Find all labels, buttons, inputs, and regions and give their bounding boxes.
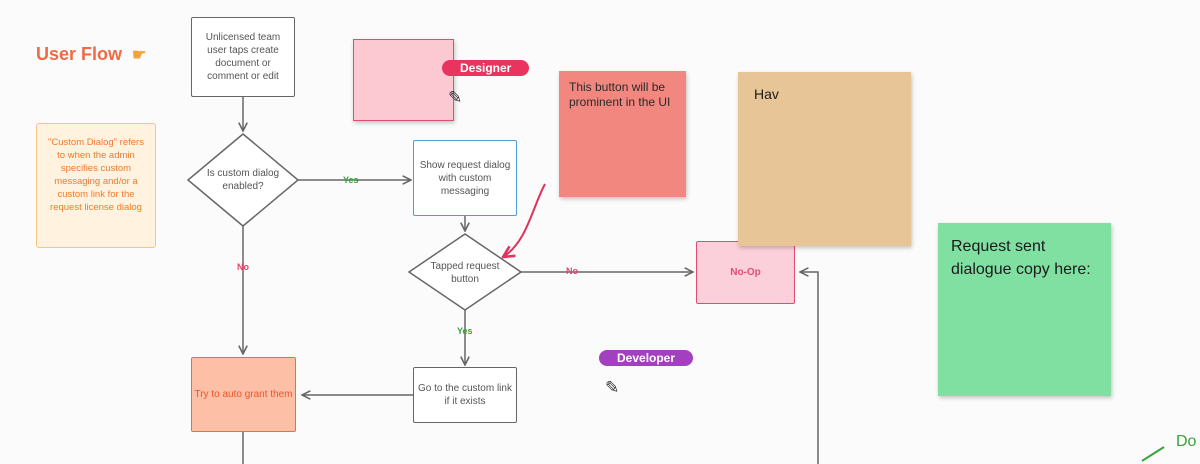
node-custom-dialog[interactable]: Is custom dialog enabled?	[198, 164, 288, 196]
tan-sticky-text: Hav	[754, 86, 779, 102]
pink-sticky-empty[interactable]	[353, 39, 454, 121]
tan-sticky-note[interactable]: Hav	[738, 72, 911, 246]
node-auto-grant[interactable]: Try to auto grant them	[191, 357, 296, 432]
node-show-request[interactable]: Show request dialog with custom messagin…	[413, 140, 517, 216]
node-start-text: Unlicensed team user taps create documen…	[205, 32, 281, 82]
edge-back-to-noop	[800, 272, 819, 464]
designer-tag[interactable]: Designer	[442, 60, 530, 76]
green-partial-stroke	[1141, 446, 1165, 462]
node-custom-link-text: Go to the custom link if it exists	[418, 383, 512, 407]
pencil-icon[interactable]: ✎	[448, 88, 463, 107]
node-custom-dialog-text: Is custom dialog enabled?	[206, 168, 280, 192]
node-tapped-request[interactable]: Tapped request button	[420, 259, 510, 287]
node-tapped-request-text: Tapped request button	[430, 261, 500, 285]
page-title: User Flow ☛	[36, 44, 146, 65]
edge-label-yes-1: Yes	[343, 175, 359, 185]
edge-label-yes-2: Yes	[457, 326, 473, 336]
edge-label-no-2: No	[566, 266, 578, 276]
pencil-icon[interactable]: ✎	[605, 378, 620, 397]
custom-dialog-note-text: "Custom Dialog" refers to when the admin…	[48, 137, 144, 213]
green-sticky-note[interactable]: Request sent dialogue copy here:	[938, 223, 1111, 396]
edge-label-no-1: No	[237, 262, 249, 272]
red-sticky-note[interactable]: This button will be prominent in the UI	[559, 71, 686, 197]
node-show-request-text: Show request dialog with custom messagin…	[419, 159, 511, 197]
node-no-op-text: No-Op	[730, 267, 761, 278]
red-sticky-text: This button will be prominent in the UI	[569, 80, 671, 109]
node-no-op[interactable]: No-Op	[696, 241, 795, 304]
red-annotation-arrow	[503, 183, 546, 257]
green-sticky-text: Request sent dialogue copy here:	[951, 238, 1091, 278]
node-custom-link[interactable]: Go to the custom link if it exists	[413, 367, 517, 423]
node-auto-grant-text: Try to auto grant them	[194, 389, 293, 400]
title-text: User Flow	[36, 44, 123, 64]
cropped-edge-text: Do	[1176, 433, 1197, 450]
pointing-hand-icon: ☛	[132, 46, 147, 64]
custom-dialog-note[interactable]: "Custom Dialog" refers to when the admin…	[36, 123, 156, 248]
developer-tag[interactable]: Developer	[599, 350, 694, 366]
node-start[interactable]: Unlicensed team user taps create documen…	[191, 17, 295, 97]
